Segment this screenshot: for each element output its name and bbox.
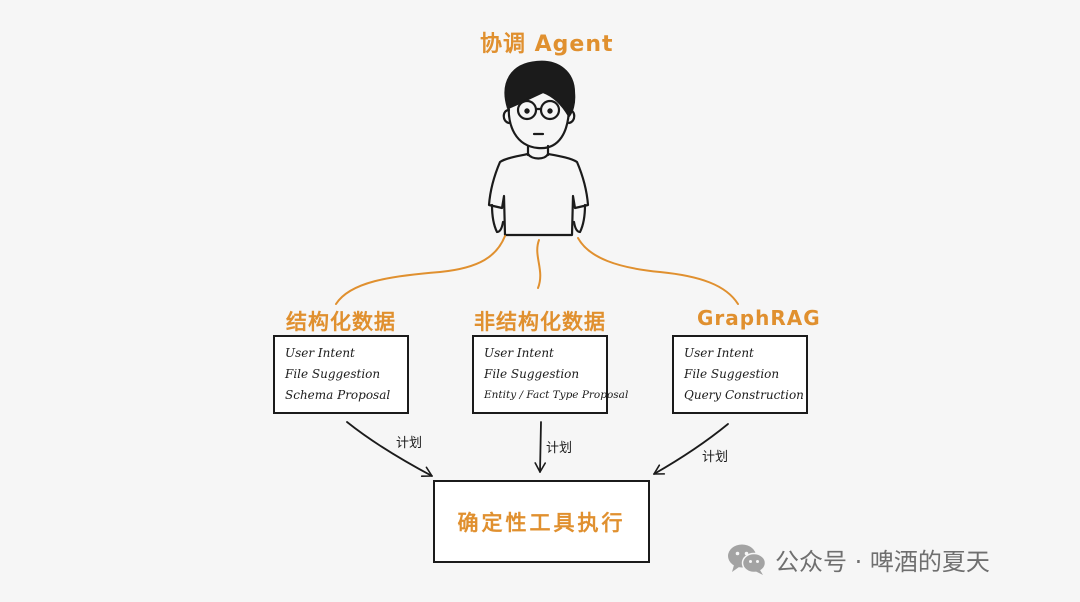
branch-box-unstructured: User Intent File Suggestion Entity / Fac… — [472, 335, 629, 414]
connector-structured — [335, 235, 506, 305]
branch-box-structured: User Intent File Suggestion Schema Propo… — [273, 335, 409, 414]
edge-label-structured: 计划 — [396, 436, 423, 451]
edge-label-graphrag: 计划 — [702, 450, 729, 465]
branch-line: File Suggestion — [684, 367, 780, 381]
arrow-graphrag-to-executor — [653, 423, 729, 475]
agent-face — [507, 101, 571, 150]
agent-ear-right — [567, 108, 576, 125]
branch-box-graphrag: User Intent File Suggestion Query Constr… — [672, 335, 808, 414]
arrow-unstructured-to-executor — [534, 421, 546, 473]
executor-box: 确定性工具执行 — [433, 480, 650, 563]
agent-hair — [504, 60, 576, 118]
connector-unstructured — [536, 239, 542, 289]
arrow-structured-to-executor — [346, 421, 433, 477]
agent-ear-left — [502, 108, 511, 125]
executor-label: 确定性工具执行 — [457, 510, 626, 535]
agent-connectors — [335, 235, 739, 305]
plan-arrows — [346, 421, 729, 477]
branch-label-graphrag: GraphRAG — [697, 306, 821, 330]
branch-line: Query Construction — [684, 388, 804, 402]
branch-line: Schema Proposal — [285, 388, 391, 402]
branch-line: Entity / Fact Type Proposal — [484, 389, 629, 401]
watermark: 公众号 · 啤酒的夏天 — [727, 541, 990, 577]
agent-shirt — [487, 152, 590, 237]
agent-eye-left — [524, 108, 530, 114]
agent-person-figure — [487, 60, 590, 237]
branch-line: User Intent — [285, 346, 355, 360]
branch-line: User Intent — [484, 346, 554, 360]
agent-arm-right — [572, 203, 587, 234]
branch-label-unstructured: 非结构化数据 — [474, 310, 606, 334]
branch-line: File Suggestion — [484, 367, 580, 381]
edge-label-unstructured: 计划 — [546, 441, 573, 456]
branch-line: File Suggestion — [285, 367, 381, 381]
branch-label-structured: 结构化数据 — [286, 310, 396, 334]
wechat-icon — [728, 544, 767, 575]
branch-line: User Intent — [684, 346, 754, 360]
watermark-text: 公众号 · 啤酒的夏天 — [775, 547, 990, 576]
agent-title: 协调 Agent — [480, 32, 614, 57]
agent-arm-left — [490, 203, 505, 234]
agent-eye-right — [547, 108, 553, 114]
connector-graphrag — [577, 237, 739, 305]
